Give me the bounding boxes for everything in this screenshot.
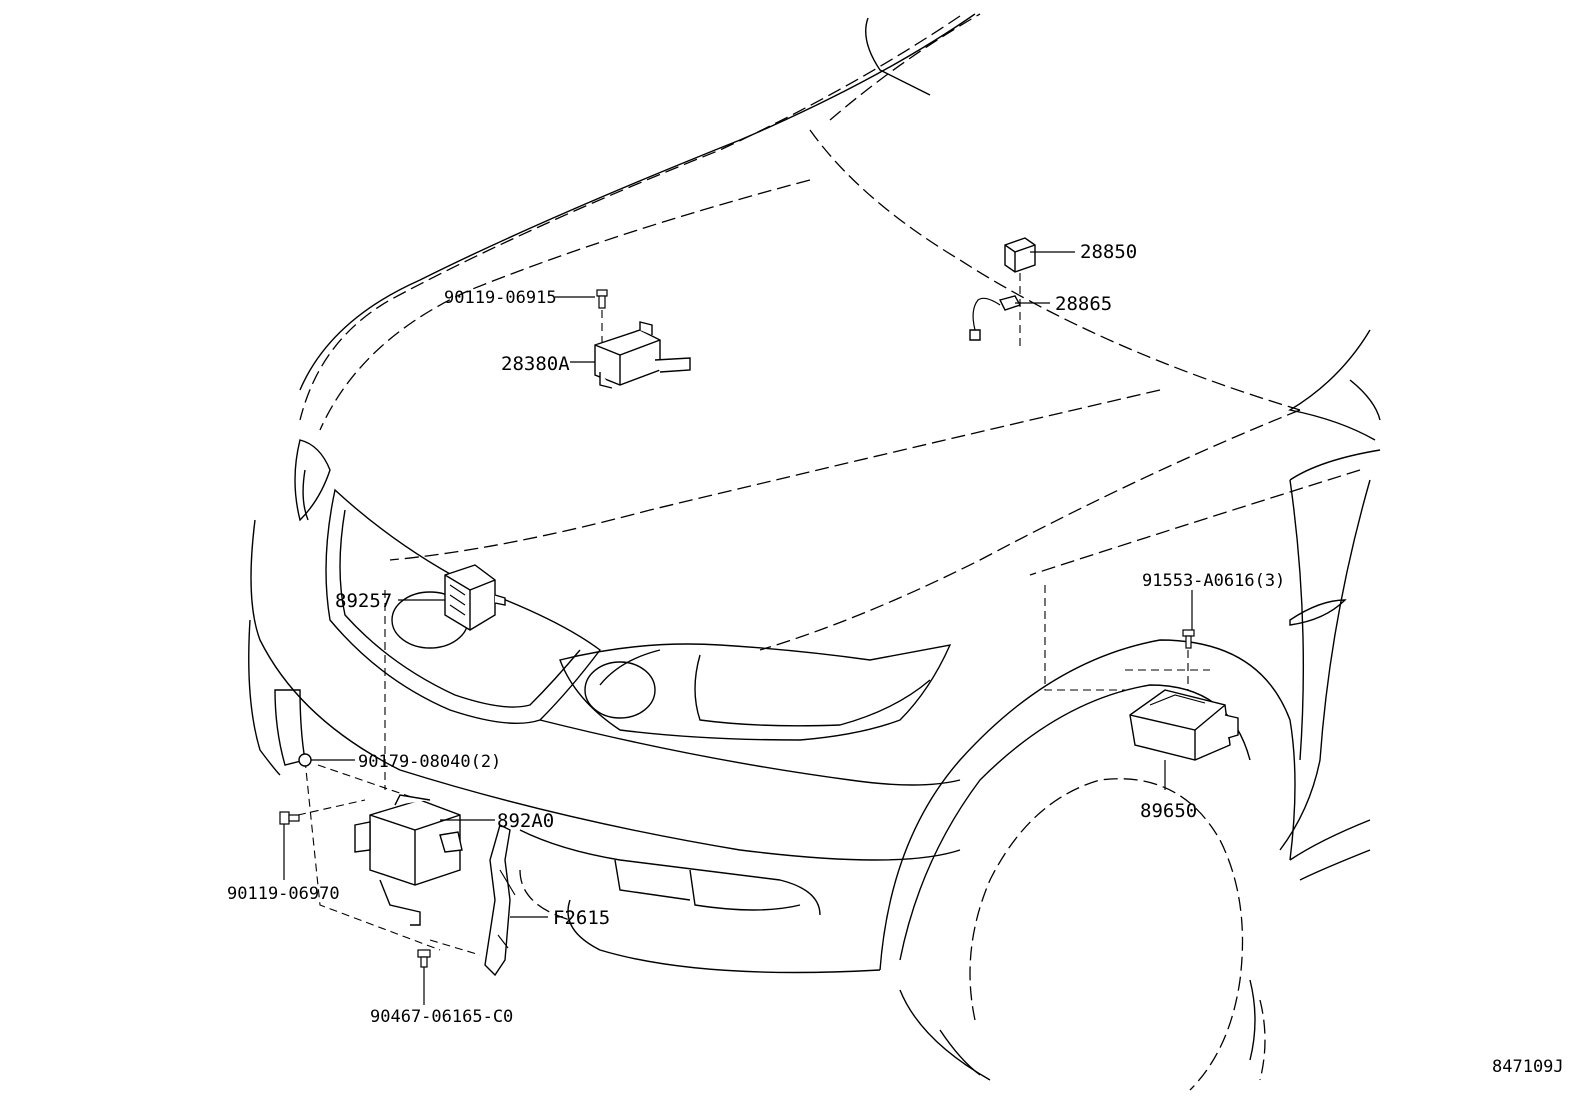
relay-28850-icon — [1004, 237, 1036, 273]
module-28380a-icon — [594, 321, 691, 389]
bolt-90119-06970-icon — [279, 811, 300, 825]
clip-90467-icon — [417, 949, 431, 968]
bolt-90119-06915-icon — [596, 289, 608, 309]
install-guide-lines — [297, 260, 1210, 956]
nut-90179-icon — [298, 753, 312, 767]
label-89650[interactable]: 89650 — [1140, 800, 1197, 822]
module-89650-icon — [1129, 689, 1239, 761]
leader-lines — [283, 251, 1193, 1005]
diagram-code: 847109J — [1492, 1057, 1564, 1077]
label-892a0[interactable]: 892A0 — [497, 810, 554, 832]
label-28865[interactable]: 28865 — [1055, 293, 1112, 315]
sensor-89257-icon — [444, 564, 506, 631]
label-90179-08040[interactable]: 90179-08040(2) — [358, 752, 501, 772]
label-f2615[interactable]: F2615 — [553, 907, 610, 929]
label-28850[interactable]: 28850 — [1080, 241, 1137, 263]
car-body-outline — [248, 13, 1381, 1091]
label-90119-06915[interactable]: 90119-06915 — [444, 288, 557, 308]
bracket-f2615-icon — [484, 823, 516, 977]
label-91553-a0616[interactable]: 91553-A0616(3) — [1142, 571, 1285, 591]
harness-28865-icon — [969, 295, 1022, 341]
label-28380a[interactable]: 28380A — [501, 353, 570, 375]
ecu-892a0-icon — [354, 794, 463, 926]
label-89257[interactable]: 89257 — [335, 590, 392, 612]
label-90119-06970[interactable]: 90119-06970 — [227, 884, 340, 904]
part-labels: 90119-06915 28380A 28850 28865 89257 915… — [227, 241, 1564, 1077]
bolt-91553-icon — [1182, 629, 1195, 649]
label-90467-06165-c0[interactable]: 90467-06165-C0 — [370, 1007, 513, 1027]
